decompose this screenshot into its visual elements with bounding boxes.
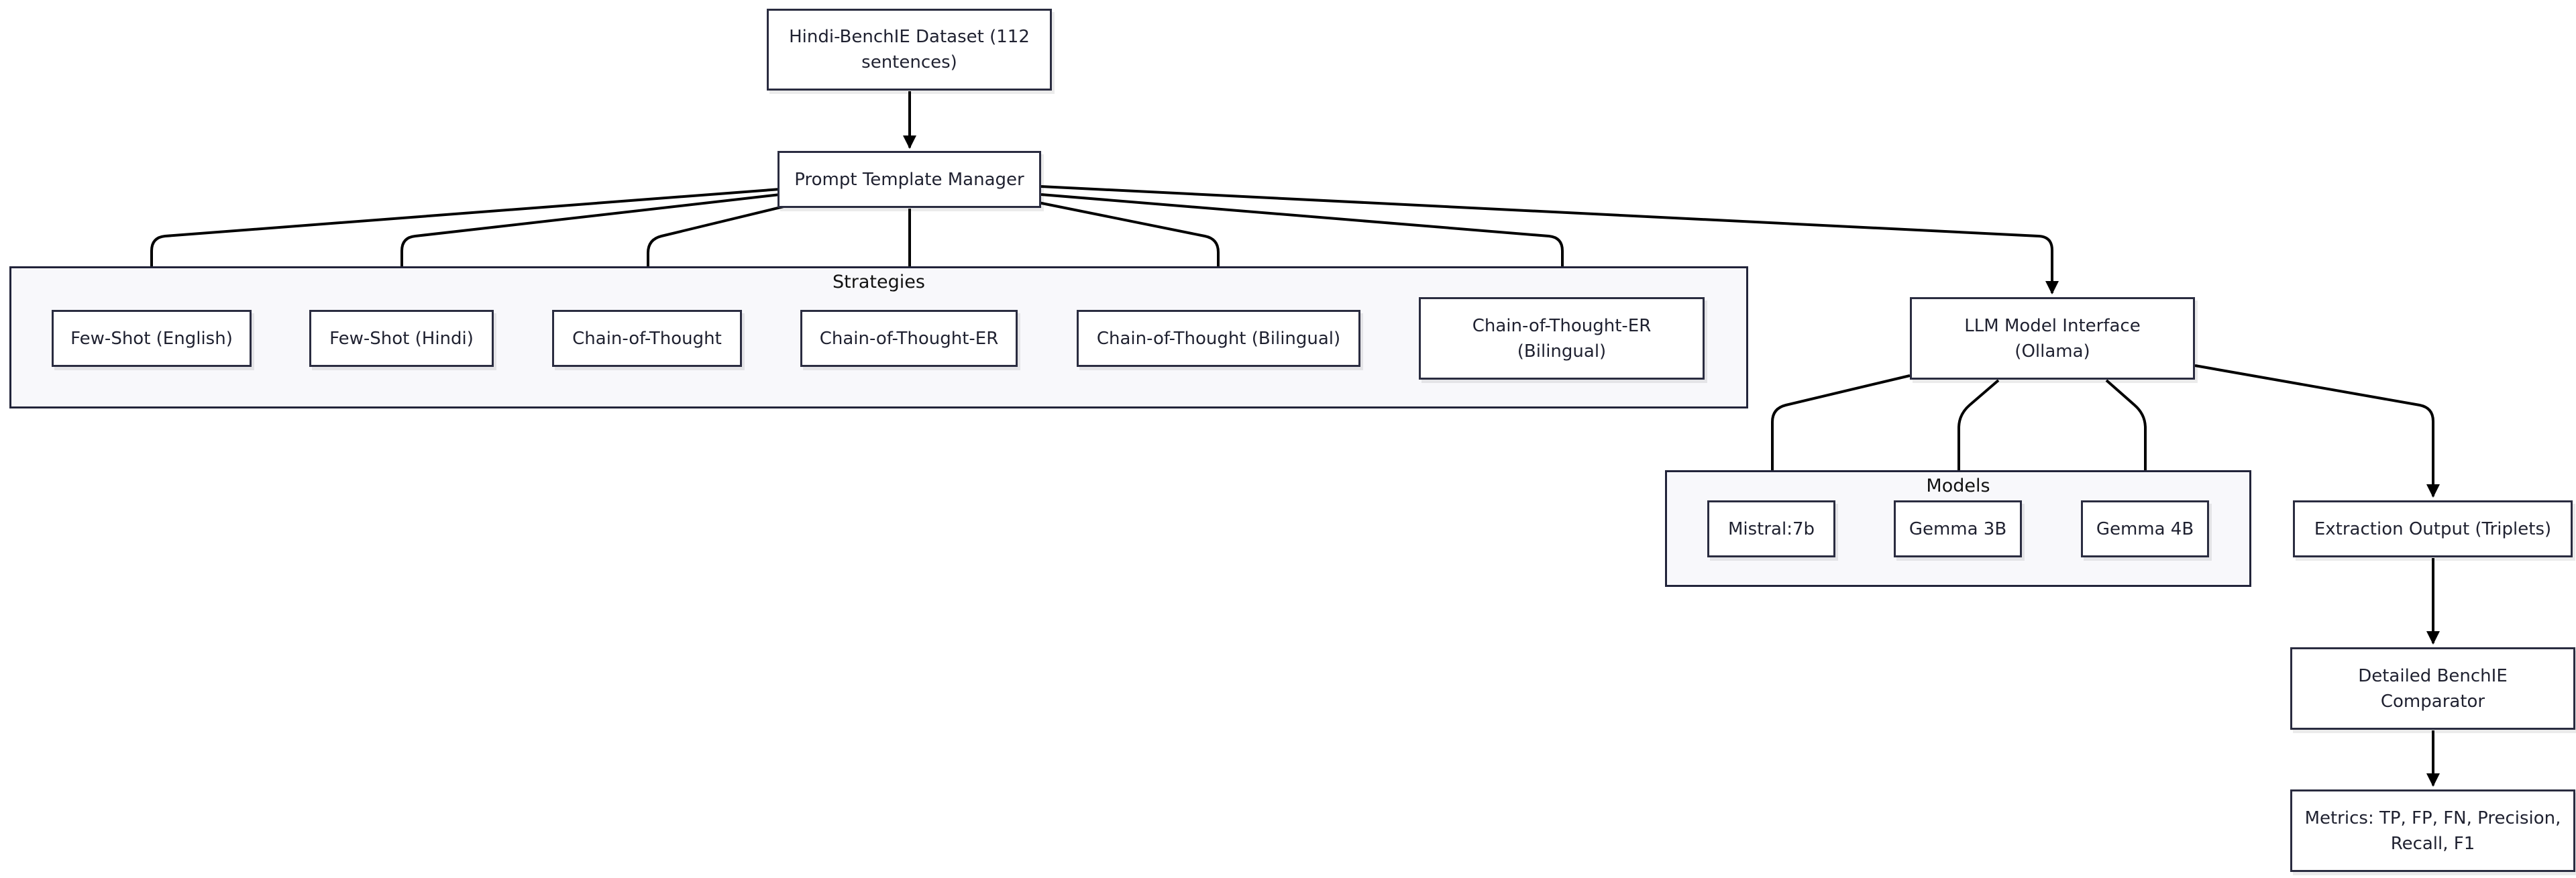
edge-llm-to-extraction — [2194, 364, 2440, 498]
cot-bilingual-node-label: Chain-of-Thought (Bilingual) — [1096, 328, 1341, 349]
cot-node[interactable]: Chain-of-Thought — [552, 310, 742, 367]
gemma4b-node-label: Gemma 4B — [2096, 518, 2194, 539]
comparator-node[interactable]: Detailed BenchIE Comparator — [2290, 647, 2575, 730]
edge-llm-to-mistral — [1766, 374, 1911, 498]
prompt-manager-node-label: Prompt Template Manager — [794, 169, 1024, 190]
comparator-node-label: Detailed BenchIE Comparator — [2358, 665, 2508, 712]
strategies-cluster-title: Strategies — [833, 272, 925, 292]
edge-llm-to-gemma4b — [2105, 379, 2152, 498]
mistral-node[interactable]: Mistral:7b — [1707, 500, 1835, 557]
cot-er-bilingual-node-label: Chain-of-Thought-ER (Bilingual) — [1472, 315, 1652, 362]
cot-er-node[interactable]: Chain-of-Thought-ER — [800, 310, 1018, 367]
edge-prompt-to-cot-bi — [1038, 201, 1225, 307]
extraction-output-node[interactable]: Extraction Output (Triplets) — [2293, 500, 2573, 557]
llm-interface-node-label: LLM Model Interface (Ollama) — [1964, 315, 2141, 362]
gemma4b-node[interactable]: Gemma 4B — [2081, 500, 2209, 557]
cot-er-bilingual-node[interactable]: Chain-of-Thought-ER (Bilingual) — [1419, 297, 1705, 380]
edge-prompt-to-fewshot-hi — [395, 193, 781, 307]
edge-prompt-to-llm — [1040, 185, 2059, 294]
mistral-node-label: Mistral:7b — [1727, 518, 1815, 539]
fewshot-hindi-node-label: Few-Shot (Hindi) — [329, 328, 474, 349]
prompt-manager-node[interactable]: Prompt Template Manager — [777, 151, 1041, 208]
gemma3b-node-label: Gemma 3B — [1909, 518, 2007, 539]
cot-er-node-label: Chain-of-Thought-ER — [819, 328, 999, 349]
gemma3b-node[interactable]: Gemma 3B — [1894, 500, 2022, 557]
metrics-node[interactable]: Metrics: TP, FP, FN, Precision, Recall, … — [2290, 789, 2575, 872]
dataset-node-label: Hindi-BenchIE Dataset (112 sentences) — [789, 27, 1030, 72]
llm-interface-node[interactable]: LLM Model Interface (Ollama) — [1910, 297, 2195, 380]
fewshot-english-node[interactable]: Few-Shot (English) — [52, 310, 252, 367]
edge-prompt-to-fewshot-en — [145, 188, 781, 307]
cot-bilingual-node[interactable]: Chain-of-Thought (Bilingual) — [1077, 310, 1360, 367]
dataset-node[interactable]: Hindi-BenchIE Dataset (112 sentences) — [767, 9, 1052, 91]
models-cluster-title: Models — [1926, 476, 1990, 496]
edge-llm-to-gemma3b — [1952, 379, 2000, 498]
extraction-output-node-label: Extraction Output (Triplets) — [2314, 518, 2552, 539]
fewshot-hindi-node[interactable]: Few-Shot (Hindi) — [309, 310, 494, 367]
cot-node-label: Chain-of-Thought — [572, 328, 722, 349]
metrics-node-label: Metrics: TP, FP, FN, Precision, Recall, … — [2304, 808, 2561, 854]
edge-prompt-to-cot — [641, 205, 784, 307]
fewshot-english-node-label: Few-Shot (English) — [70, 328, 233, 349]
edge-prompt-to-cot-er-bi — [1040, 193, 1569, 294]
